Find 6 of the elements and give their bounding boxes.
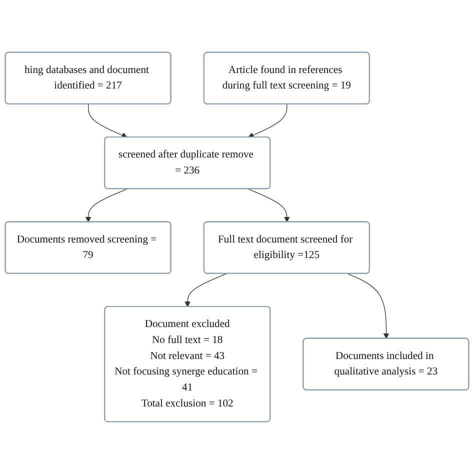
arrow <box>184 273 227 308</box>
arrow <box>88 104 128 138</box>
arrow <box>248 188 290 222</box>
arrow <box>248 104 288 138</box>
arrow <box>85 188 128 222</box>
arrow <box>347 273 390 339</box>
